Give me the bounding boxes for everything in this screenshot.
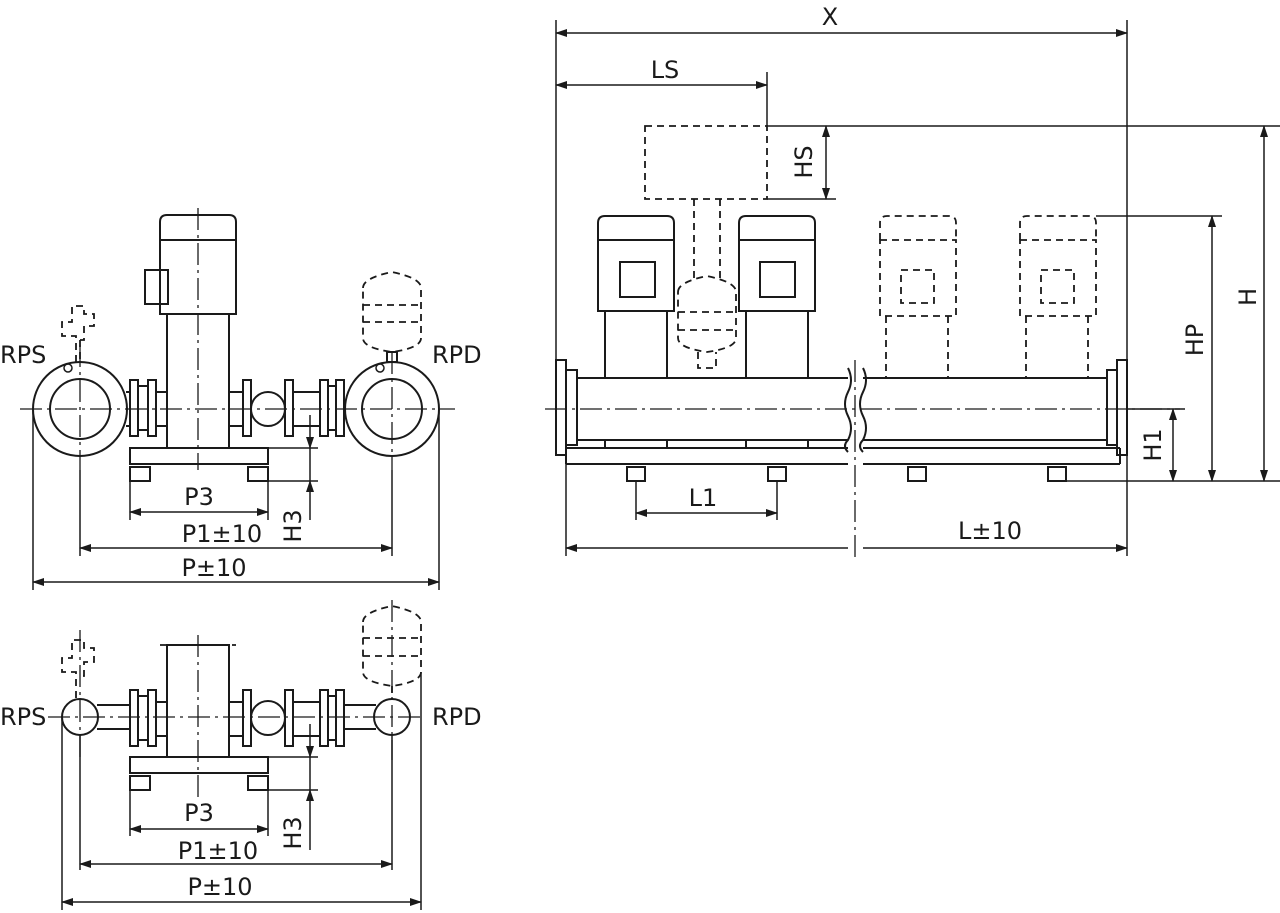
label-ls: LS [651, 56, 680, 84]
base-frame [129, 756, 269, 791]
label-hp: HP [1181, 324, 1209, 357]
dimension-h3: H3 [279, 415, 314, 543]
terminal-box [759, 261, 796, 298]
front-view: X LS HS HP H H1 L1 L±10 [545, 3, 1280, 560]
terminal-box [619, 261, 656, 298]
motor [144, 214, 237, 449]
label-rps: RPS [0, 703, 46, 731]
dimension-l: L±10 [565, 517, 1128, 552]
label-x: X [822, 3, 838, 31]
label-p: P±10 [187, 873, 252, 901]
dimension-p: P±10 [61, 873, 422, 906]
label-h1: H1 [1139, 428, 1167, 461]
label-h3: H3 [279, 816, 307, 849]
base-frame [565, 447, 1121, 482]
label-p3: P3 [184, 799, 214, 827]
pump-2 [738, 215, 816, 448]
dimension-hp: HP [1181, 215, 1216, 482]
dimension-h3: H3 [279, 724, 314, 850]
label-p1: P1±10 [182, 520, 262, 548]
center-lines [48, 600, 425, 800]
base-frame [129, 447, 269, 482]
control-panel-stand [693, 199, 721, 278]
check-valve [250, 700, 286, 736]
dimension-h1: H1 [1139, 408, 1177, 482]
label-h3: H3 [279, 509, 307, 542]
break-line-right [859, 367, 867, 453]
extension-lines [61, 672, 422, 910]
expansion-vessel-optional [362, 271, 422, 363]
center-lines [20, 208, 455, 470]
dimension-p1: P1±10 [79, 837, 393, 868]
label-l: L±10 [958, 517, 1022, 545]
label-l1: L1 [689, 484, 718, 512]
label-p: P±10 [181, 554, 246, 582]
dimension-hs: HS [767, 125, 836, 200]
suction-flanges [97, 689, 167, 747]
discharge-flanges [229, 689, 376, 747]
break-line-left [844, 367, 852, 453]
expansion-vessel-optional [677, 275, 737, 369]
label-rpd: RPD [432, 703, 482, 731]
side-view-bottom: P3 P1±10 P±10 H3 RPS RPD [0, 600, 482, 910]
extension-lines [555, 20, 1280, 556]
pump-3-optional [879, 215, 957, 378]
label-rpd: RPD [432, 341, 482, 369]
label-p3: P3 [184, 483, 214, 511]
dimension-ls: LS [555, 56, 768, 89]
manifold-pipe [555, 359, 1128, 456]
dimension-p3: P3 [129, 799, 269, 833]
extension-lines [32, 409, 440, 590]
control-panel-optional [644, 125, 768, 200]
pump-4-optional [1019, 215, 1097, 378]
label-rps: RPS [0, 341, 46, 369]
dimension-p1: P1±10 [79, 520, 393, 552]
label-hs: HS [790, 145, 818, 178]
dimension-p3: P3 [129, 483, 269, 516]
dimension-h: H [1234, 125, 1268, 482]
label-h: H [1234, 288, 1262, 306]
pump-1 [597, 215, 675, 448]
suction-flanges [126, 379, 167, 437]
dimension-p: P±10 [32, 554, 440, 586]
discharge-flanges [229, 379, 345, 437]
pressure-switch-optional [61, 305, 95, 362]
label-p1: P1±10 [178, 837, 258, 865]
side-view-top: P3 P1±10 P±10 H3 RPS RPD [0, 208, 482, 590]
dimension-x: X [555, 3, 1128, 37]
dimension-l1: L1 [635, 484, 778, 517]
pressure-switch-optional [61, 639, 95, 698]
terminal-box [144, 269, 169, 305]
